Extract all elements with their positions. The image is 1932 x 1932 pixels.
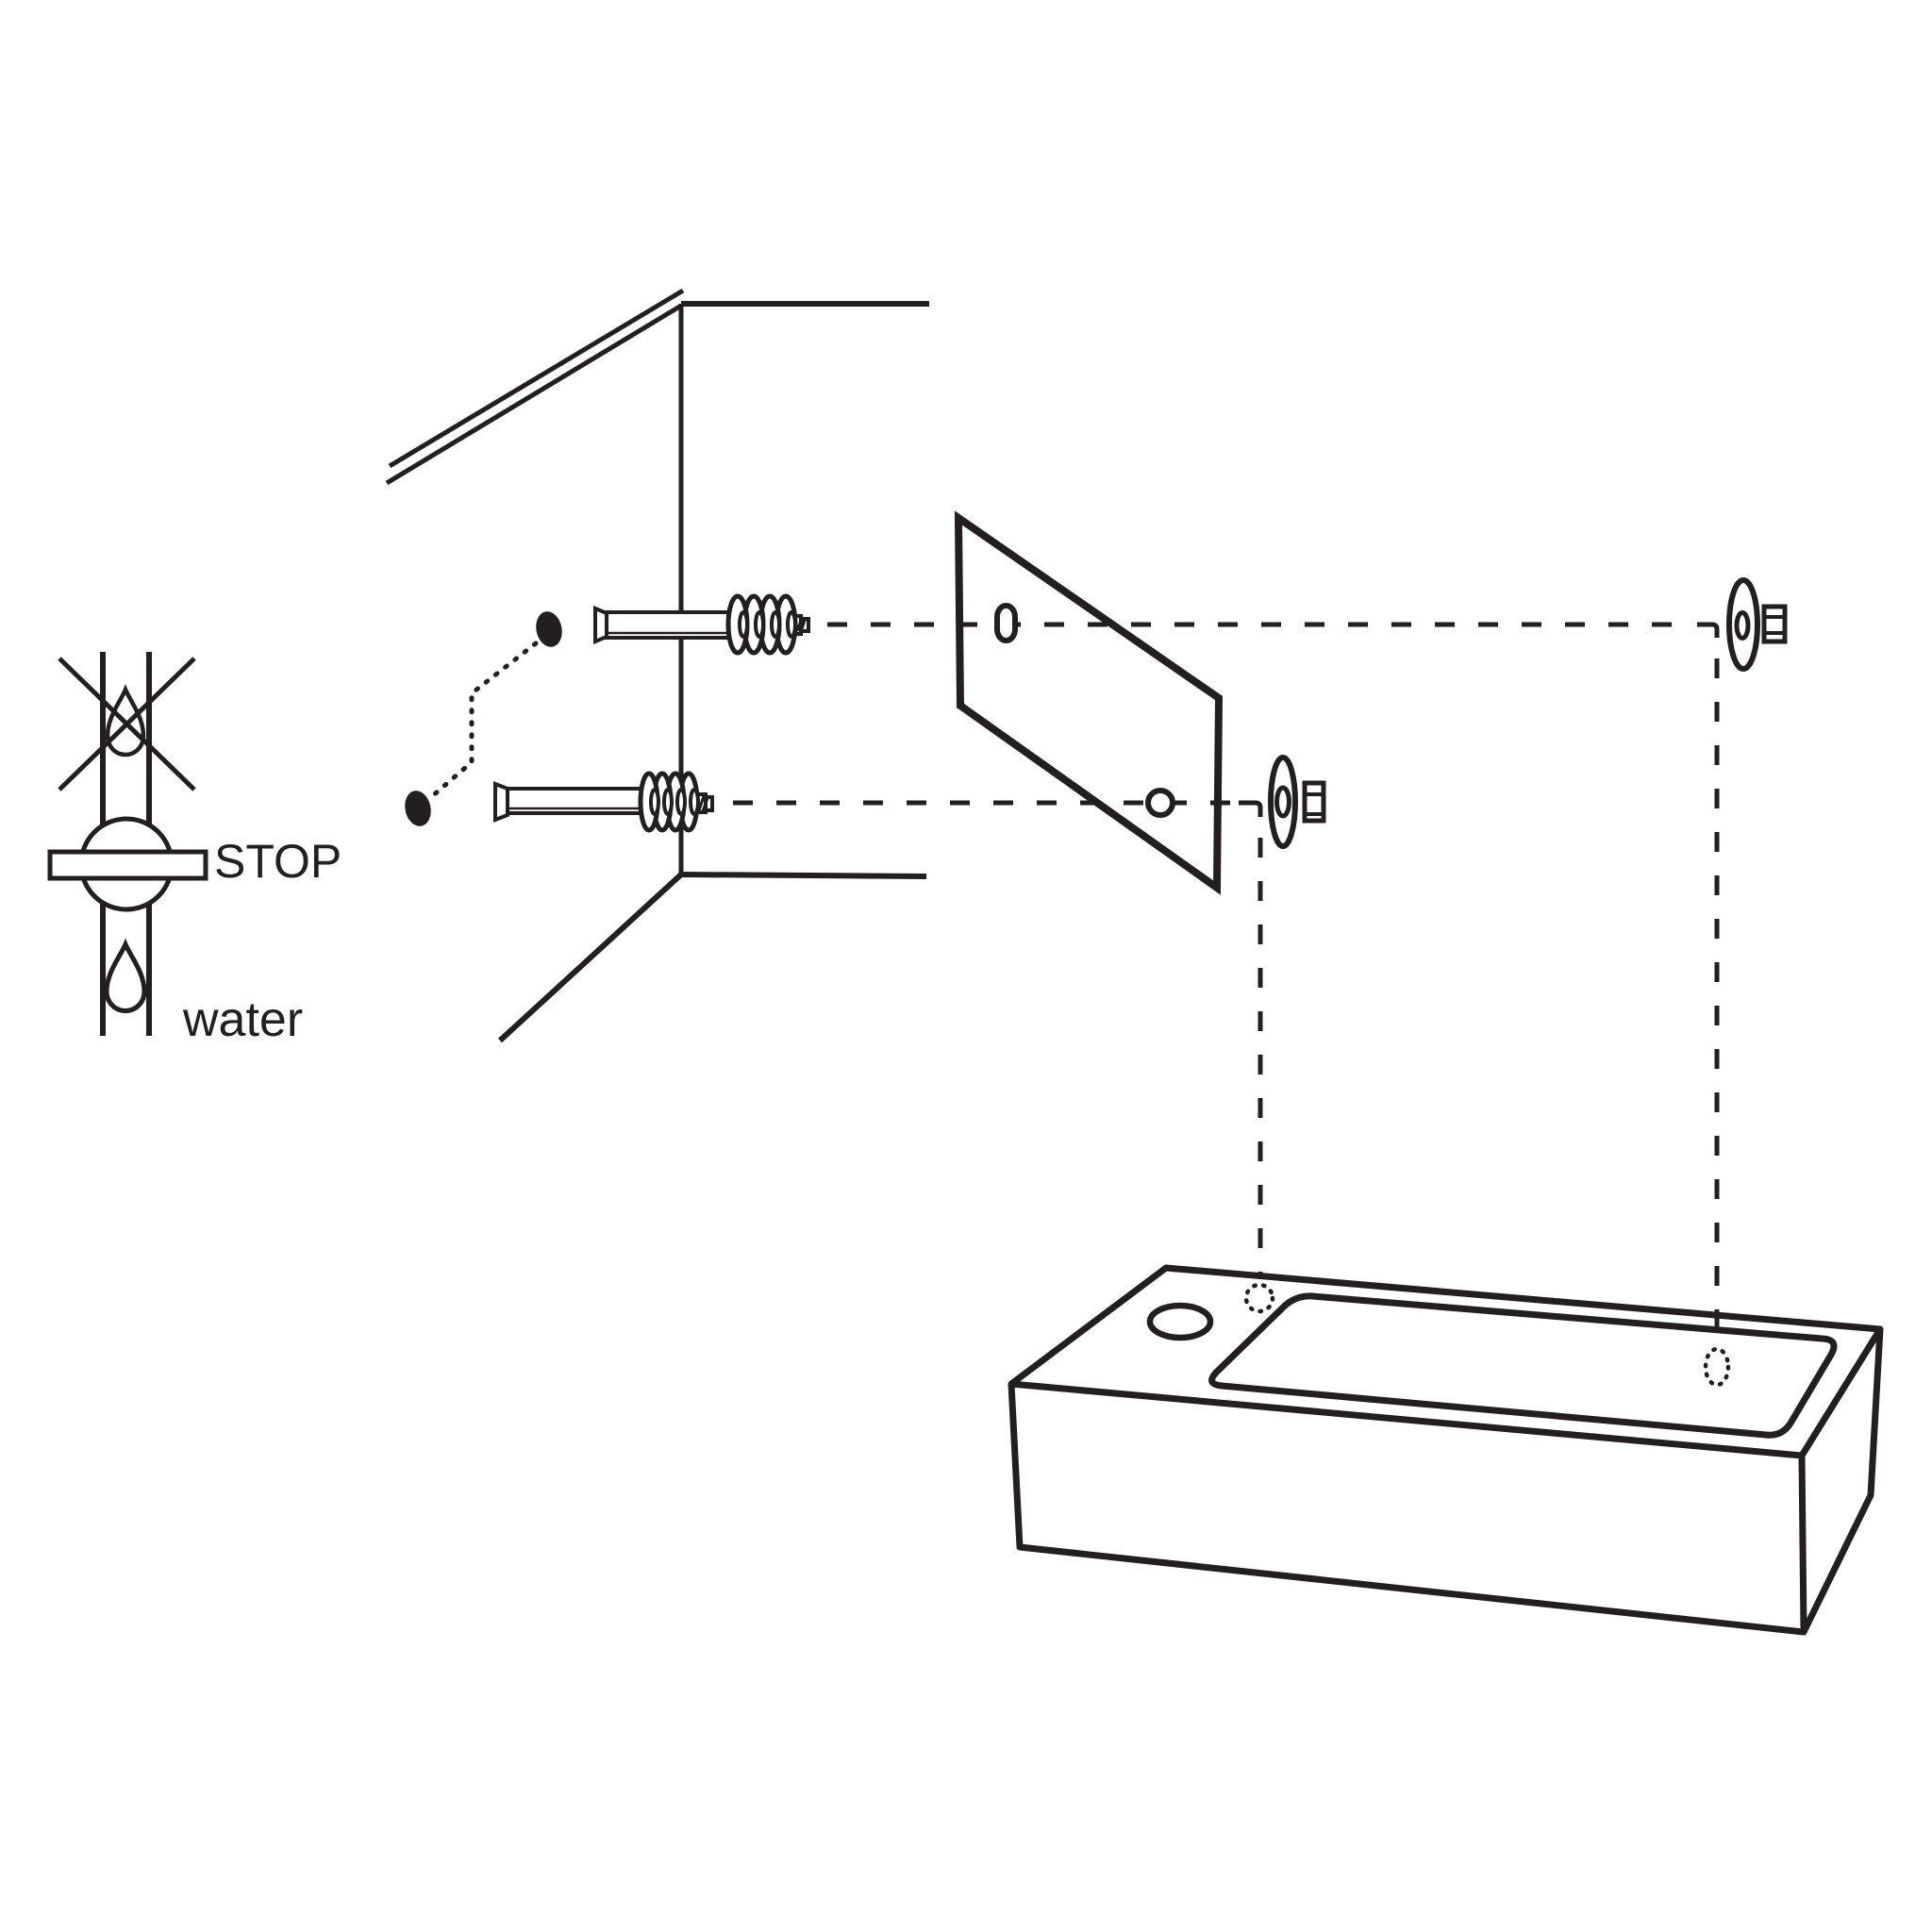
nut (1761, 604, 1788, 644)
no-flow-cross-icon (58, 657, 196, 791)
screw-tip (799, 617, 810, 633)
nut-facet-lines (1764, 615, 1785, 635)
basin-mounting-marks (1243, 1282, 1731, 1388)
wall-bottom-left-edge (497, 872, 684, 1043)
coil-ring-inner (675, 788, 687, 816)
coil-ring-inner (689, 788, 700, 816)
drill-hole-marks (405, 611, 562, 826)
bracket-round-hole (1145, 788, 1175, 818)
plug-coils (725, 593, 798, 656)
stop-label: STOP (214, 835, 341, 888)
coil-ring-inner (649, 788, 660, 816)
mounting-bracket (954, 510, 1224, 895)
wall-bottom-right-edge (680, 872, 927, 879)
coil-ring-inner (786, 610, 797, 639)
wall-top-edge-inner (385, 303, 683, 486)
guide-bottom-corner (1239, 800, 1263, 817)
wall-plug-bottom (493, 771, 714, 833)
wash-basin (1008, 1264, 1884, 1636)
bracket-plate (954, 510, 1224, 895)
drill-hole-dot-top (536, 611, 562, 647)
coil-ring-inner (662, 788, 674, 816)
coil-ring-inner (738, 610, 749, 639)
coil-ring-inner (770, 610, 781, 639)
water-drop-bottom-icon (104, 938, 147, 1014)
coil-ring-inner (754, 610, 765, 639)
screw-thread-lines (795, 617, 807, 633)
basin-mount-mark-left (1243, 1282, 1275, 1314)
screw-thread-lines (697, 795, 709, 812)
alignment-dashed-guides (733, 622, 1720, 1330)
guide-top-corner (1697, 622, 1720, 638)
basin-recess-rim (1208, 1292, 1838, 1439)
bracket-holes (994, 603, 1175, 818)
washer-hole (1734, 610, 1751, 641)
wall-corner (385, 288, 929, 1043)
water-drop-top-icon (105, 684, 146, 758)
wall-plug-top (593, 593, 810, 656)
water-supply-stop-symbol: STOP water (47, 652, 341, 1047)
washer-and-nut-top (1726, 577, 1788, 672)
bracket-slot-hole (994, 603, 1018, 643)
drill-hole-dot-bottom (405, 791, 431, 826)
valve-handle (47, 849, 208, 881)
basin-front-and-right-edges (1010, 1327, 1883, 1633)
washer-hole (1274, 785, 1291, 819)
drill-spacing-dotted-line (428, 641, 539, 800)
plug-coils (638, 771, 700, 833)
nut-facet-lines (1305, 792, 1324, 816)
water-label: water (182, 992, 303, 1047)
wall-top-edge-outer (388, 288, 685, 469)
faucet-hole (1146, 1302, 1214, 1341)
basin-mount-mark-right (1703, 1346, 1731, 1388)
washer-and-nut-bottom (1268, 755, 1326, 849)
